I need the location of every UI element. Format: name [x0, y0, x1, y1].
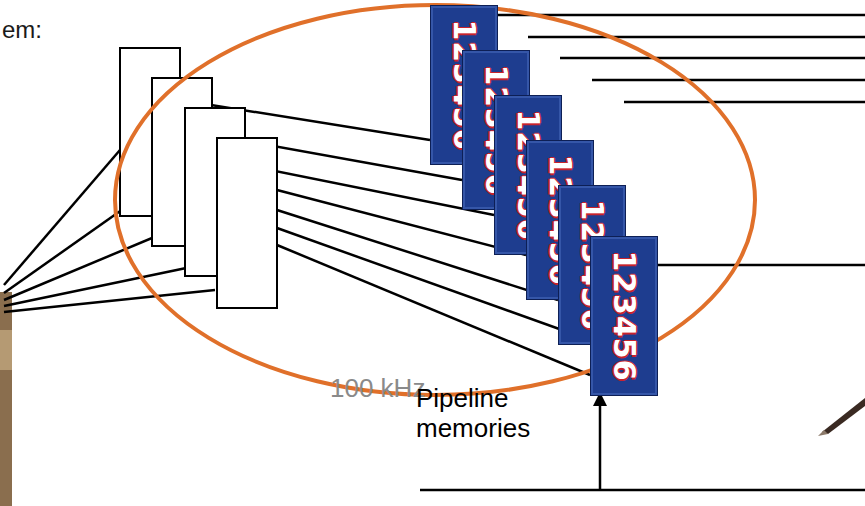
card-digits: 123456	[607, 250, 642, 381]
rate-label: 100 kHz	[330, 374, 425, 404]
pen	[822, 398, 865, 434]
trigger-board	[120, 48, 277, 308]
pipeline-memory-card: 123456	[590, 236, 658, 396]
heading-fragment: em:	[2, 16, 42, 44]
memory-label: Pipeline memories	[416, 384, 566, 444]
photo-fragment	[0, 292, 12, 506]
highlight-ellipse	[115, 5, 755, 395]
photo-fragment	[0, 330, 12, 370]
pen-tip	[818, 430, 828, 436]
